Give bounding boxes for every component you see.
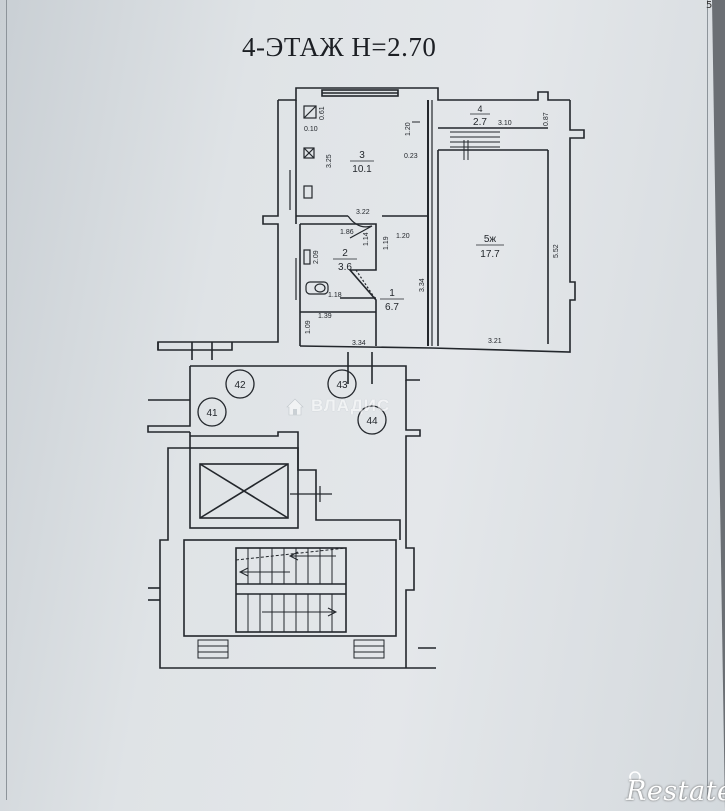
room-1-area: 6.7 [385, 302, 399, 313]
balcony-steps [412, 121, 500, 160]
dim-0-23: 0.23 [404, 153, 418, 160]
dim-1-39: 1.39 [318, 313, 332, 320]
room-3-area: 10.1 [352, 164, 372, 175]
dim-1-20-top: 1.20 [405, 122, 412, 136]
dim-2-09: 2.09 [313, 250, 320, 264]
dim-3-34-horizontal: 3.34 [352, 340, 366, 347]
brand-logo: Restate [620, 770, 725, 810]
dim-0-10: 0.10 [304, 126, 318, 133]
room-1-number: 1 [389, 288, 395, 299]
dim-3-25: 3.25 [326, 154, 333, 168]
page-title: 4-ЭТАЖ Н=2.70 [242, 32, 437, 62]
dim-0-87: 0.87 [543, 112, 550, 126]
room-3-number: 3 [359, 150, 365, 161]
room-2-area: 3.6 [338, 262, 352, 273]
page-corner-mark: 5 [706, 0, 713, 11]
dim-1-86: 1.86 [340, 229, 354, 236]
room-2-number: 2 [342, 248, 348, 259]
dim-5-52: 5.52 [553, 244, 560, 258]
dim-0-61: 0.61 [319, 106, 326, 120]
house-icon [286, 398, 304, 416]
interior-partitions [296, 100, 549, 346]
watermark-text: ВЛАДИС [311, 396, 391, 415]
bathroom-fixtures [289, 105, 377, 301]
sheet-frame [6, 0, 708, 800]
dim-1-09: 1.09 [305, 320, 312, 334]
apartment-43: 43 [336, 380, 348, 391]
stair-treads [235, 547, 347, 632]
dim-1-20-mid: 1.20 [396, 233, 410, 240]
dim-1-19: 1.19 [383, 236, 390, 250]
brand-badge-icon [629, 771, 641, 783]
room-5-number: 5ж [484, 234, 497, 245]
landing-walls [147, 342, 436, 669]
apartment-41: 41 [206, 408, 218, 419]
dim-1-18: 1.18 [328, 292, 342, 299]
dim-3-34-vertical: 3.34 [419, 278, 426, 292]
brand-text: Restate [626, 776, 725, 807]
exit-steps [197, 639, 385, 659]
elevator-and-stair-core [183, 431, 401, 637]
apartment-42: 42 [234, 380, 246, 391]
apartment-markers [197, 369, 387, 435]
room-5-area: 17.7 [480, 249, 500, 260]
dim-1-14: 1.14 [363, 232, 370, 246]
apartment-44: 44 [366, 416, 378, 427]
dim-3-10: 3.10 [498, 120, 512, 127]
watermark: ВЛАДИС [285, 395, 445, 421]
room-4-number: 4 [477, 104, 482, 114]
room-4-area: 2.7 [473, 117, 487, 128]
apartment-walls [157, 87, 585, 353]
dim-3-21: 3.21 [488, 338, 502, 345]
dim-3-22: 3.22 [356, 209, 370, 216]
